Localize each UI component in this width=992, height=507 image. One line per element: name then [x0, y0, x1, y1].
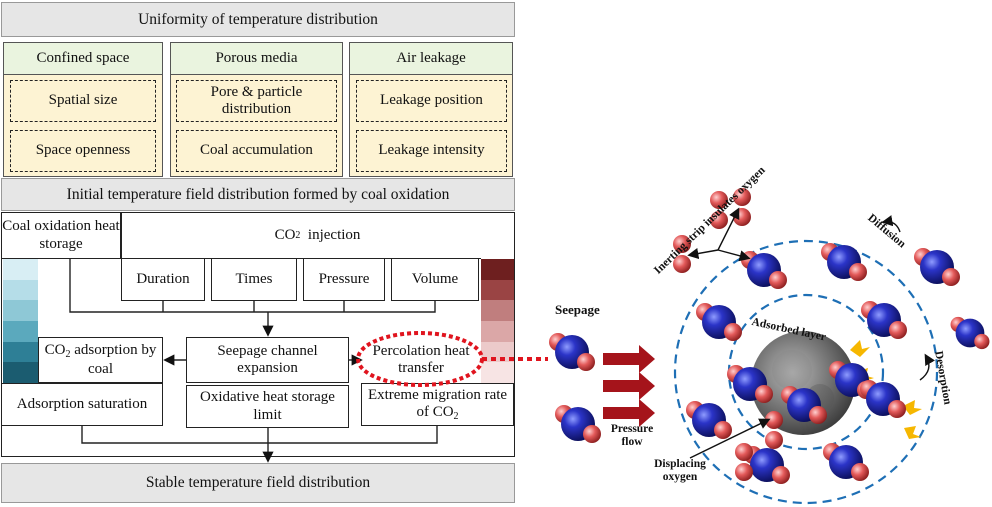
- inerting-arrow: [717, 249, 751, 262]
- co2-molecule: [950, 316, 990, 350]
- percolation-highlight: [356, 331, 484, 387]
- percolation-box: Percolation heat transfer: [372, 342, 470, 376]
- hot-scale-segment: [481, 300, 514, 322]
- cold-scale-segment: [3, 300, 38, 322]
- co2-molecule: [696, 303, 742, 341]
- diffusion-curve-arrow: [881, 215, 901, 233]
- co2-injection-underline: [121, 258, 481, 259]
- oxidative-limit-box: Oxidative heat storage limit: [186, 385, 349, 428]
- annotation-arrows: [687, 207, 936, 459]
- co2-adsorption-box: CO2 adsorption by coal: [38, 337, 163, 383]
- cold-scale-segment: [3, 321, 38, 342]
- co2-adsorption-line1: CO2 adsorption by coal: [44, 342, 157, 377]
- co2-molecule: [821, 243, 867, 281]
- co2-molecule: [861, 301, 907, 339]
- cold-scale-segment: [3, 279, 38, 301]
- seepage-arrow: [603, 372, 655, 400]
- desorption-curve-arrow: [919, 353, 936, 381]
- coal-heat-storage-box: Coal oxidation heat storage: [1, 212, 121, 259]
- migration-rate-text: Extreme migration rate of CO2: [367, 386, 508, 422]
- co2-molecule: [555, 405, 601, 443]
- pressure-box: Pressure: [303, 258, 385, 301]
- hot-scale-segment: [481, 362, 514, 384]
- yellow-arrow: [904, 426, 921, 439]
- coal-particle: [751, 331, 855, 435]
- flowchart-connectors: [69, 259, 438, 463]
- hot-scale-segment: [481, 321, 514, 342]
- group-porous-media-title: Porous media: [170, 42, 343, 75]
- connector-bottom-merge: [81, 426, 438, 444]
- coal-accumulation-box: Coal accumulation: [176, 130, 337, 172]
- coal-texture: [772, 350, 812, 390]
- group-confined-space-title: Confined space: [3, 42, 163, 75]
- cold-color-scale: [3, 259, 38, 384]
- leakage-position-box: Leakage position: [356, 80, 507, 122]
- hot-scale-segment: [481, 279, 514, 301]
- o2-molecule: [765, 411, 783, 449]
- seepage-arrow: [603, 345, 655, 373]
- inerting-arrow: [687, 248, 719, 260]
- yellow-arrow: [850, 340, 870, 357]
- initial-field-bar: Initial temperature field distribution f…: [1, 178, 515, 211]
- hot-color-scale: [481, 259, 514, 384]
- co2-injection-left-rule: [121, 212, 122, 259]
- seepage-arrows: [603, 345, 655, 427]
- displacing-arrow: [689, 418, 771, 459]
- displacing-oxygen-label: Displacing oxygen: [654, 458, 706, 484]
- connector-heat-storage: [69, 259, 268, 313]
- co2-molecule: [860, 380, 906, 418]
- times-box: Times: [211, 258, 297, 301]
- uniformity-title: Uniformity of temperature distribution: [1, 2, 515, 37]
- co2-molecule: [686, 401, 732, 439]
- yellow-arrow: [903, 400, 922, 415]
- connector-volume: [268, 301, 436, 313]
- volume-box: Volume: [391, 258, 479, 301]
- inerting-arrow: [717, 207, 740, 251]
- spatial-size-box: Spatial size: [10, 80, 156, 122]
- adsorption-saturation-box: Adsorption saturation: [1, 383, 163, 426]
- co2-molecule: [741, 251, 787, 289]
- pore-particle-box: Pore & particle distribution: [176, 80, 337, 122]
- group-air-leakage-title: Air leakage: [349, 42, 513, 75]
- hot-scale-segment: [481, 341, 514, 363]
- co2-molecule: [549, 333, 595, 371]
- leakage-intensity-box: Leakage intensity: [356, 130, 507, 172]
- co2-molecule: [823, 443, 869, 481]
- space-openness-box: Space openness: [10, 130, 156, 172]
- hot-scale-segment: [481, 259, 514, 280]
- cold-scale-segment: [3, 362, 38, 384]
- cold-scale-segment: [3, 259, 38, 280]
- pressure-flow-label: Pressure flow: [610, 423, 654, 448]
- cold-scale-segment: [3, 341, 38, 363]
- duration-box: Duration: [121, 258, 205, 301]
- stable-field-bar: Stable temperature field distribution: [1, 463, 515, 503]
- seepage-arrow: [603, 399, 655, 427]
- seepage-channel-box: Seepage channel expansion: [186, 337, 349, 383]
- migration-rate-box: Extreme migration rate of CO2: [361, 383, 514, 426]
- co2-molecule: [914, 248, 960, 286]
- diffusion-circle: [673, 239, 939, 505]
- seepage-label: Seepage: [555, 302, 600, 317]
